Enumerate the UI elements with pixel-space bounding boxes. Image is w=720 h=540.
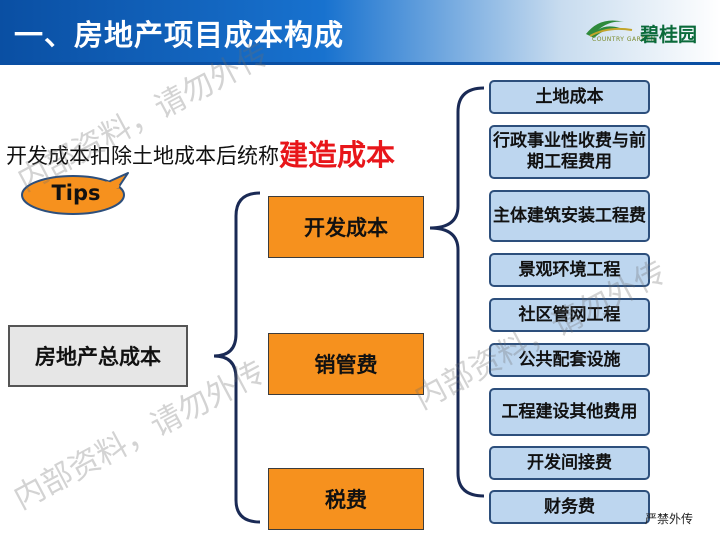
leaf-landscape: 景观环境工程 <box>489 253 650 287</box>
mid-box-development-cost: 开发成本 <box>268 196 424 258</box>
company-logo: COUNTRY GARDEN 碧桂园 <box>580 14 712 50</box>
brace-dev-cost <box>429 86 485 498</box>
header-divider <box>0 62 720 65</box>
logo-subtitle: COUNTRY GARDEN <box>592 36 656 43</box>
logo-swirl-icon <box>586 20 633 38</box>
leaf-land-cost: 土地成本 <box>489 80 650 114</box>
tips-bubble: Tips <box>20 172 132 216</box>
speech-bubble-icon <box>21 172 129 215</box>
leaf-finance-cost: 财务费 <box>489 490 650 524</box>
leaf-main-construction: 主体建筑安装工程费 <box>489 190 650 242</box>
intro-text: 开发成本扣除土地成本后统称 <box>6 144 279 168</box>
logo-text: 碧桂园 <box>640 24 698 46</box>
leaf-admin-fees-preliminary: 行政事业性收费与前期工程费用 <box>489 125 650 179</box>
brace-total <box>213 191 261 524</box>
mid-box-taxes: 税费 <box>268 468 424 530</box>
leaf-community-network: 社区管网工程 <box>489 298 650 332</box>
leaf-other-construction: 工程建设其他费用 <box>489 388 650 436</box>
leaf-indirect-cost: 开发间接费 <box>489 446 650 480</box>
mid-box-sales-admin-fee: 销管费 <box>268 333 424 395</box>
header-bar: 一、房地产项目成本构成 COUNTRY GARDEN 碧桂园 <box>0 0 720 62</box>
footer-note: 严禁外传 <box>645 512 694 526</box>
intro-sentence: 开发成本扣除土地成本后统称建造成本 <box>6 132 395 174</box>
intro-highlight: 建造成本 <box>279 138 396 172</box>
tips-label: Tips <box>51 181 101 205</box>
page-title: 一、房地产项目成本构成 <box>14 18 345 52</box>
leaf-public-facilities: 公共配套设施 <box>489 343 650 377</box>
total-cost-box: 房地产总成本 <box>8 325 188 387</box>
